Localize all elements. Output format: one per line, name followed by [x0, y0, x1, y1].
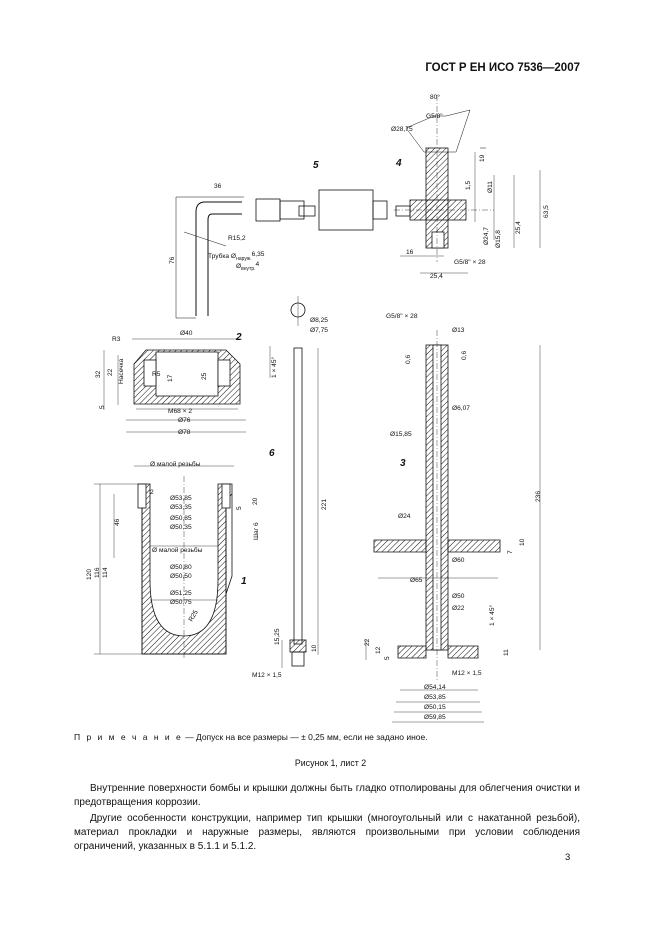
dim-m12-electrode: M12 × 1,5 [452, 670, 482, 677]
dim-minor-thread-2: Ø малой резьбы [152, 546, 203, 554]
dim-tube-label: Трубка Øнаруж.6,35 [208, 251, 265, 262]
dim-0-6b: 0,6 [461, 351, 468, 360]
page-number: 3 [565, 852, 571, 863]
dim-d6-07: Ø6,07 [452, 405, 470, 412]
electrode-view [365, 330, 541, 723]
callout-3: 3 [400, 458, 406, 469]
rod-view [269, 296, 319, 668]
paragraph-1: Внутренние поверхности бомбы и крышки до… [74, 783, 580, 808]
dim-d53-85: Ø53,85 [170, 495, 192, 502]
dim-20: 20 [252, 497, 259, 505]
dim-d22: Ø22 [452, 605, 465, 612]
dim-17: 17 [167, 374, 174, 382]
dim-25-4: 25,4 [515, 221, 522, 234]
dim-d60: Ø60 [452, 557, 465, 564]
dim-120: 120 [86, 569, 93, 580]
dim-minor-thread-1: Ø малой резьбы [150, 460, 201, 468]
dim-25-4b: 25,4 [430, 273, 443, 280]
dim-d78: Ø78 [178, 429, 191, 436]
dim-d50-35: Ø50,35 [170, 524, 192, 531]
dim-1-5: 1,5 [465, 181, 472, 190]
dim-d8-25: Ø8,25 [310, 317, 328, 324]
dim-d24-7: Ø24,7 [483, 227, 490, 245]
dim-d50-75: Ø50,75 [170, 599, 192, 606]
dim-d50: Ø50 [452, 593, 465, 600]
dim-chamfer-b: 1 × 45° [488, 604, 496, 626]
dim-d15-8: Ø15,8 [495, 230, 502, 248]
dim-46: 46 [114, 518, 121, 526]
dim-d50-50: Ø50,50 [170, 573, 192, 580]
dim-r3: R3 [112, 336, 121, 343]
dim-g58x28-electrode: G5/8" × 28 [386, 313, 418, 320]
dim-d13: Ø13 [452, 327, 465, 334]
callout-5: 5 [313, 160, 319, 171]
dim-10b: 10 [519, 538, 526, 546]
dim-d50-80: Ø50,80 [170, 564, 192, 571]
dim-d50-85: Ø50,85 [170, 515, 192, 522]
dim-10: 10 [311, 644, 318, 652]
dim-116: 116 [94, 567, 101, 578]
dim-r15-2: R15,2 [228, 235, 246, 242]
dim-d54-14: Ø54,14 [424, 684, 446, 691]
dim-chamfer: 1 × 45° [270, 356, 278, 378]
dim-2: 2 [150, 489, 154, 496]
dim-knurl: Насечка [118, 358, 125, 384]
callout-6: 6 [269, 448, 275, 459]
dim-12: 12 [375, 646, 382, 654]
dim-m68: M68 × 2 [168, 408, 192, 415]
dim-114: 114 [102, 567, 109, 578]
dim-d53-85b: Ø53,85 [424, 694, 446, 701]
figure-caption: Рисунок 1, лист 2 [294, 758, 367, 768]
tube-view [175, 189, 388, 319]
dim-5b: 5 [236, 506, 243, 510]
dim-76: 76 [169, 256, 176, 264]
valve-view [394, 95, 541, 274]
dim-221: 221 [321, 499, 328, 510]
dim-tube-inner: Øвнутр.4 [236, 261, 260, 272]
drawing-note: П р и м е ч а н и е — Допуск на все разм… [74, 732, 428, 742]
dim-22: 22 [107, 368, 114, 376]
dim-19: 19 [479, 154, 486, 162]
dim-d50-15: Ø50,15 [424, 704, 446, 711]
dim-r25: R25 [188, 609, 200, 623]
callout-2: 2 [235, 332, 242, 343]
dim-5a: 5 [384, 656, 391, 660]
dim-g58: G5/8" [426, 113, 443, 120]
dim-d11: Ø11 [487, 181, 494, 193]
dim-236: 236 [535, 491, 542, 502]
dim-80deg: 80° [430, 93, 440, 101]
dim-d59-85: Ø59,85 [424, 714, 446, 721]
dim-d7-75: Ø7,75 [310, 327, 328, 334]
dim-d51-25: Ø51,25 [170, 590, 192, 597]
dim-d40: Ø40 [180, 330, 193, 337]
dim-11: 11 [503, 649, 510, 656]
dim-d53-35: Ø53,35 [170, 504, 192, 511]
document-header: ГОСТ Р ЕН ИСО 7536—2007 [425, 62, 580, 74]
dim-5: 5 [99, 405, 106, 409]
callout-4: 4 [395, 158, 402, 169]
dim-0-6: 0,6 [405, 355, 412, 364]
dim-d76: Ø76 [178, 417, 191, 424]
dim-22c: 22 [364, 638, 371, 646]
dim-r5: R5 [152, 371, 161, 378]
dim-32: 32 [95, 370, 102, 378]
dim-25: 25 [201, 372, 208, 380]
callout-1: 1 [241, 576, 247, 587]
dim-g58x28: G5/8" × 28 [454, 259, 486, 266]
paragraph-2: Другие особенности конструкции, например… [74, 813, 580, 852]
bomb-body-view [94, 465, 234, 660]
dim-7: 7 [507, 550, 514, 554]
dim-63-5: 63,5 [543, 205, 550, 218]
dim-d28-75: Ø28,75 [391, 126, 413, 133]
dim-m12-rod: M12 × 1,5 [252, 672, 282, 679]
dim-d15-85: Ø15,85 [390, 431, 412, 438]
dim-36: 36 [214, 183, 222, 190]
dim-pitch: Шаг 6 [253, 522, 260, 540]
dim-16: 16 [406, 249, 414, 256]
dim-d65: Ø65 [410, 577, 423, 584]
cap-view [103, 338, 246, 433]
dim-15-25: 15,25 [274, 628, 281, 645]
dim-d24: Ø24 [398, 513, 411, 520]
